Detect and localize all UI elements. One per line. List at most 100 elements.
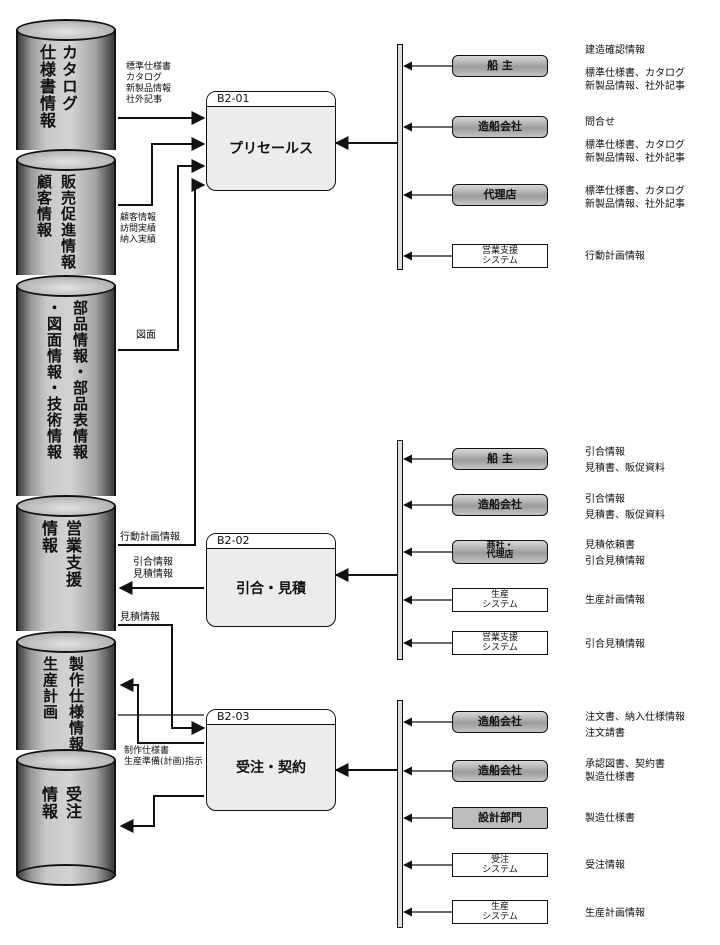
entity-shipbuilder-3a: 造船会社 bbox=[452, 711, 548, 733]
entity-shipbuilder-3b: 造船会社 bbox=[452, 760, 548, 782]
info-production-system-3: 生産計画情報 bbox=[585, 908, 645, 919]
flow-label-promo: 顧客情報 訪問実績 納入実績 bbox=[120, 213, 156, 246]
entity-shipowner-1: 船 主 bbox=[452, 55, 548, 77]
entity-shipbuilder-2: 造船会社 bbox=[452, 494, 548, 516]
info-shipbuilder-3a-l2: 注文請書 bbox=[585, 728, 625, 739]
info-sales-support-system-1: 行動計画情報 bbox=[585, 251, 645, 262]
entity-production-system-3-l2: システム bbox=[482, 912, 518, 922]
process-order-title: 受注・契約 bbox=[236, 760, 306, 776]
info-shipbuilder-1: 問合せ 標準仕様書、カタログ 新製品情報、社外記事 bbox=[585, 116, 685, 165]
arrow-drawing-to-presales bbox=[118, 159, 206, 351]
bus-group2 bbox=[397, 440, 403, 660]
info-shipbuilder-1-l2: 標準仕様書、カタログ bbox=[585, 140, 685, 151]
process-presales-title: プリセールス bbox=[229, 141, 313, 157]
info-shipowner-1-l2: 標準仕様書、カタログ bbox=[585, 68, 685, 79]
database-catalog-line-2: 仕様書情報 bbox=[37, 44, 56, 129]
entity-design-dept-3: 設計部門 bbox=[452, 807, 548, 829]
flow-label-inquiry-2: 見積情報 bbox=[133, 569, 173, 580]
entity-production-system-2-l1: 生産 bbox=[490, 590, 509, 600]
entity-trading-agent-2-l2: 代理店 bbox=[486, 550, 514, 560]
database-production-line-2: 生産計画 bbox=[41, 656, 59, 720]
info-shipowner-1-l3: 新製品情報、社外記事 bbox=[585, 81, 685, 92]
info-agent-1-l1: 標準仕様書、カタログ bbox=[585, 186, 685, 197]
process-presales-code: B2-01 bbox=[207, 92, 335, 107]
info-shipbuilder-3a-l1: 注文書、納入仕様情報 bbox=[585, 712, 685, 723]
flow-label-drawing: 図面 bbox=[136, 330, 156, 341]
flow-label-inquiry-1: 引合情報 bbox=[133, 557, 173, 568]
info-shipbuilder-3b: 承認図書、契約書 製造仕様書 bbox=[585, 758, 665, 784]
database-catalog-line-1: カタログ bbox=[59, 44, 78, 112]
entity-production-system-2-l2: システム bbox=[482, 600, 518, 610]
flow-label-production-1: 制作仕様書 bbox=[124, 746, 170, 756]
database-catalog: カタログ 仕様書情報 bbox=[16, 19, 116, 150]
database-sales-support: 営業支援 情報 bbox=[16, 495, 116, 631]
entity-production-system-3-l1: 生産 bbox=[490, 902, 509, 912]
flow-label-promo-1: 顧客情報 bbox=[120, 213, 157, 223]
info-trading-agent-2-l1: 見積依頼書 bbox=[585, 540, 635, 551]
entity-order-system-3-l1: 受注 bbox=[490, 855, 509, 865]
flow-label-catalog-3: 新製品情報 bbox=[126, 84, 172, 94]
info-sales-support-system-2: 引合見積情報 bbox=[585, 639, 645, 650]
flow-label-inquiry: 引合情報 見積情報 bbox=[133, 557, 173, 581]
process-order: B2-03 受注・契約 bbox=[206, 709, 336, 811]
arrow-order-to-orders bbox=[119, 795, 204, 833]
process-inquiry: B2-02 引合・見積 bbox=[206, 533, 336, 627]
arrow-order-to-production bbox=[119, 678, 204, 744]
entity-order-system-3: 受注 システム bbox=[452, 853, 548, 877]
info-shipbuilder-3b-l2: 製造仕様書 bbox=[585, 772, 635, 783]
arrow-support-to-presales bbox=[118, 178, 206, 546]
process-order-code: B2-03 bbox=[207, 710, 335, 725]
bus-group1 bbox=[397, 44, 403, 270]
info-production-system-2: 生産計画情報 bbox=[585, 595, 645, 606]
flow-label-estimate: 見積情報 bbox=[120, 612, 160, 623]
flow-label-catalog-2: カタログ bbox=[126, 73, 163, 83]
database-parts: 部品情報・部品表情報 ・図面情報・技術情報 bbox=[16, 275, 116, 496]
entity-sales-support-system-1-l1: 営業支援 bbox=[481, 246, 518, 256]
info-agent-1: 標準仕様書、カタログ 新製品情報、社外記事 bbox=[585, 185, 685, 211]
info-shipowner-2-l1: 引合情報 bbox=[585, 447, 625, 458]
info-agent-1-l2: 新製品情報、社外記事 bbox=[585, 199, 685, 210]
info-trading-agent-2: 見積依頼書 引合見積情報 bbox=[585, 539, 645, 568]
process-inquiry-code: B2-02 bbox=[207, 534, 335, 549]
arrow-estimate-to-order bbox=[118, 624, 206, 735]
entity-trading-agent-2: 商社・ 代理店 bbox=[452, 540, 548, 564]
info-design-dept-3: 製造仕様書 bbox=[585, 813, 635, 824]
entity-production-system-2: 生産 システム bbox=[452, 588, 548, 612]
entity-shipbuilder-1: 造船会社 bbox=[452, 116, 548, 138]
flow-label-promo-2: 訪問実績 bbox=[120, 224, 157, 234]
entity-sales-support-system-2: 営業支援 システム bbox=[452, 631, 548, 655]
info-shipowner-1-l1: 建造確認情報 bbox=[585, 45, 645, 56]
database-sales-promo-line-2: 顧客情報 bbox=[35, 174, 53, 238]
info-shipbuilder-1-l1: 問合せ bbox=[585, 117, 615, 128]
database-sales-support-line-2: 情報 bbox=[39, 520, 58, 554]
database-orders-line-1: 受注 bbox=[63, 786, 82, 820]
flow-label-catalog: 標準仕様書 カタログ 新製品情報 社外記事 bbox=[126, 62, 171, 106]
flow-label-catalog-4: 社外記事 bbox=[126, 95, 163, 105]
database-parts-line-2: ・図面情報・技術情報 bbox=[45, 300, 63, 460]
info-shipowner-2-l2: 見積書、販促資料 bbox=[585, 463, 665, 474]
info-shipowner-2: 引合情報 見積書、販促資料 bbox=[585, 446, 665, 475]
database-parts-line-1: 部品情報・部品表情報 bbox=[71, 300, 89, 460]
info-shipbuilder-3b-l1: 承認図書、契約書 bbox=[585, 759, 665, 770]
entity-trading-agent-2-l1: 商社・ bbox=[486, 541, 514, 551]
entity-sales-support-system-2-l1: 営業支援 bbox=[481, 633, 518, 643]
database-sales-promo-line-1: 販売促進情報 bbox=[59, 174, 77, 270]
database-sales-promo: 販売促進情報 顧客情報 bbox=[16, 149, 116, 275]
entity-order-system-3-l2: システム bbox=[482, 865, 518, 875]
flow-label-production: 制作仕様書 生産準備(計画)指示 bbox=[124, 746, 203, 768]
flow-label-action-plan: 行動計画情報 bbox=[120, 532, 180, 543]
entity-sales-support-system-2-l2: システム bbox=[482, 643, 518, 653]
info-shipbuilder-2-l1: 引合情報 bbox=[585, 494, 625, 505]
process-inquiry-title: 引合・見積 bbox=[236, 581, 306, 597]
flow-label-production-2: 生産準備(計画)指示 bbox=[124, 757, 204, 767]
info-shipbuilder-1-l3: 新製品情報、社外記事 bbox=[585, 153, 685, 164]
info-order-system-3: 受注情報 bbox=[585, 860, 625, 871]
info-shipbuilder-2-l2: 見積書、販促資料 bbox=[585, 510, 665, 521]
process-presales: B2-01 プリセールス bbox=[206, 91, 336, 191]
entity-production-system-3: 生産 システム bbox=[452, 900, 548, 924]
entity-sales-support-system-1-l2: システム bbox=[482, 256, 518, 266]
entity-agent-1: 代理店 bbox=[452, 184, 548, 206]
flow-label-catalog-1: 標準仕様書 bbox=[126, 62, 172, 72]
info-shipowner-1: 建造確認情報 標準仕様書、カタログ 新製品情報、社外記事 bbox=[585, 44, 685, 93]
